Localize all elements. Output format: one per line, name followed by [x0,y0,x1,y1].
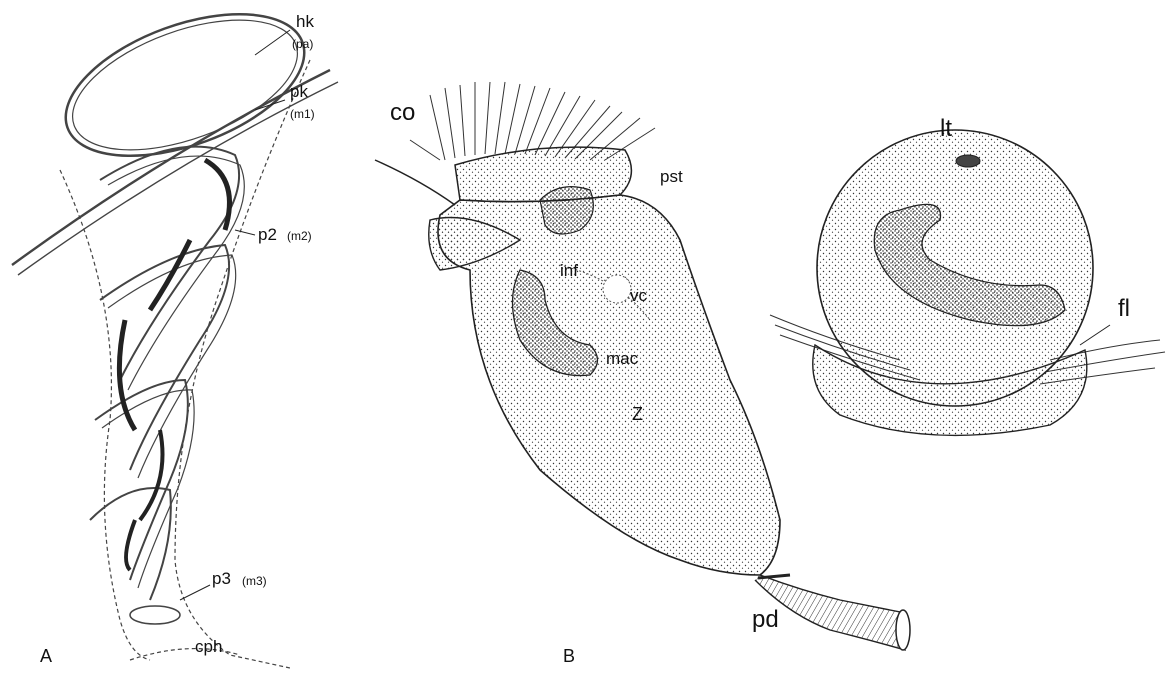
panel-label-b: B [563,647,575,665]
peduncle-end [896,610,910,650]
label-pst: pst [660,168,683,185]
label-p2: p2 [258,226,277,243]
label-pa: (pa) [292,38,313,50]
leader-hk [255,30,290,55]
label-mac: mac [606,350,638,367]
label-hk: hk [296,13,314,30]
contractile-vacuole [603,275,631,303]
contracted-cell-drawing [770,130,1165,435]
apical-pore [956,155,980,167]
label-cph: cph [195,638,222,655]
cell-sphere [817,130,1093,406]
label-lt: lt [940,117,952,141]
label-m2: (m2) [287,230,312,242]
p3-ring [130,606,180,624]
body-outline [60,170,150,660]
label-inf: inf [560,262,578,279]
label-z: Z [632,405,643,423]
label-p3: p3 [212,570,231,587]
corona-cilia [410,82,655,160]
label-vc: vc [630,287,647,304]
peristome-collar [455,147,631,202]
pk-band-1 [12,70,330,265]
label-fl: fl [1118,297,1130,321]
leader-p2 [235,230,255,235]
spiral-band-2 [108,156,244,390]
leader-p3 [180,585,210,600]
side-thread [375,160,455,205]
spiral-band-5 [95,380,188,580]
leader-fl [1080,325,1110,345]
label-m3: (m3) [242,575,267,587]
label-m1: (m1) [290,108,315,120]
label-pd: pd [752,608,779,632]
label-pk: pk [290,83,308,100]
panel-label-a: A [40,647,52,665]
dark-strip-1 [205,160,230,230]
dark-strip-3 [119,320,135,430]
label-co: co [390,101,415,125]
dark-strip-5 [126,520,135,570]
